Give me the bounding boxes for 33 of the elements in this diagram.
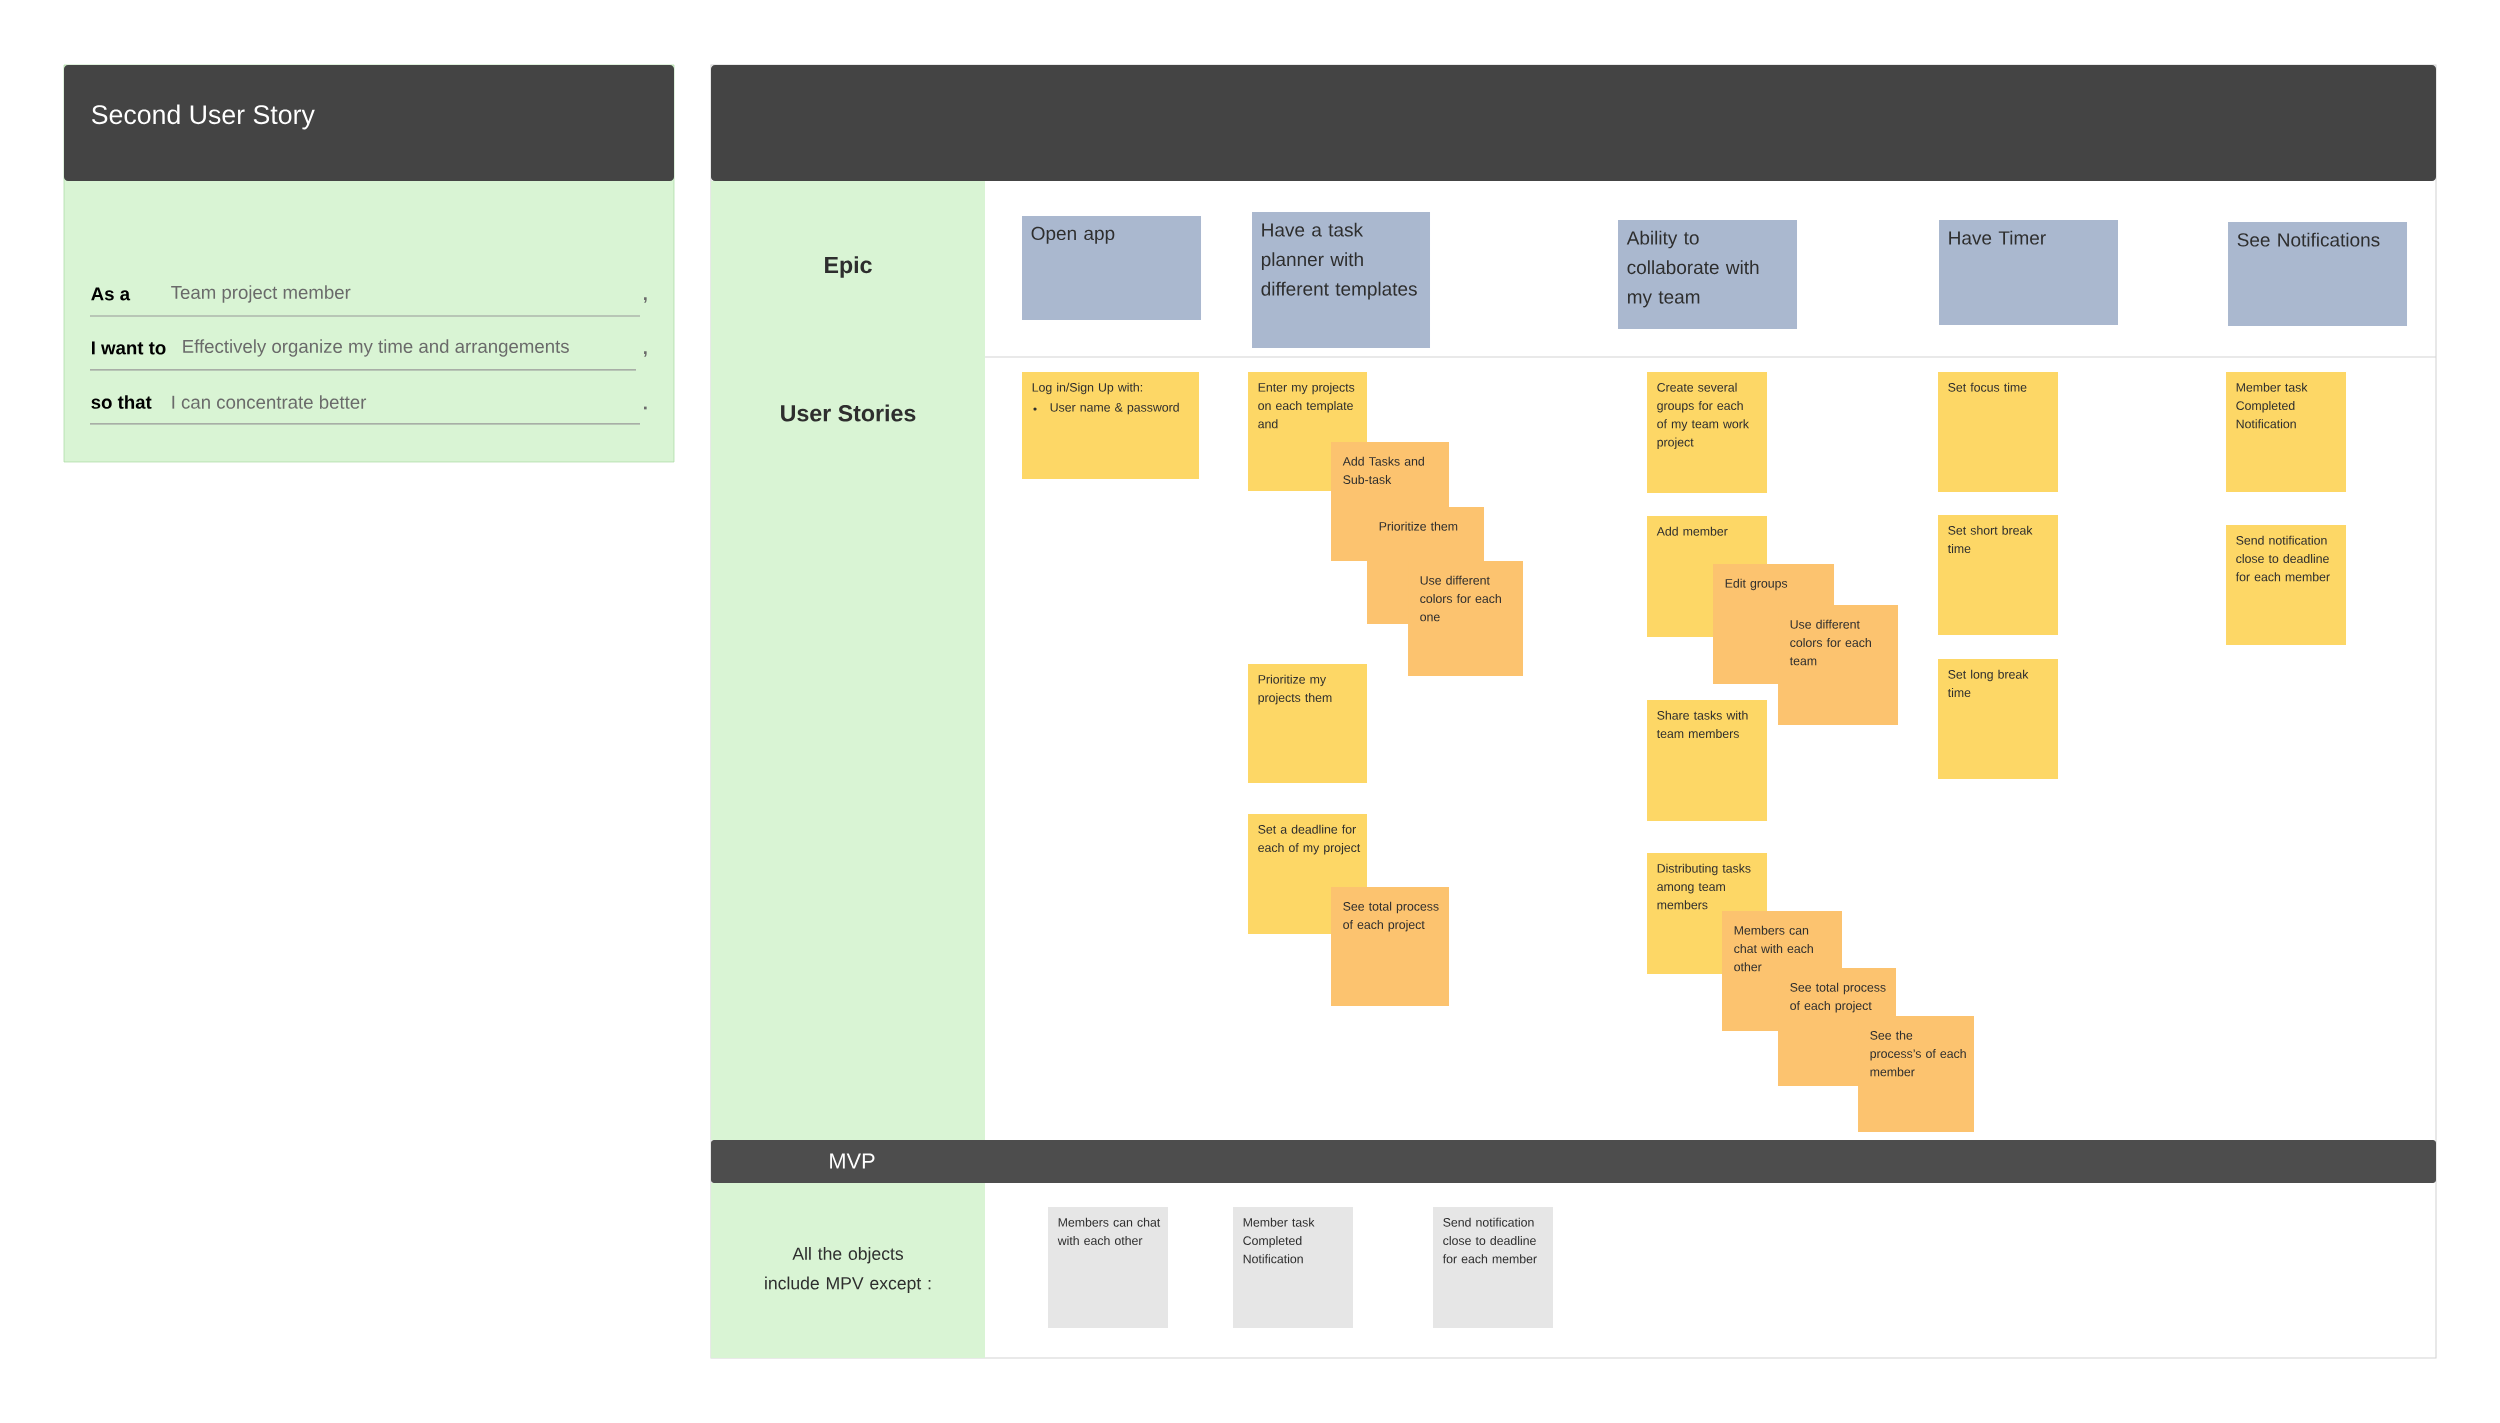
sticky-note: Set short break time xyxy=(1938,515,2058,635)
epic-card: Ability to collaborate with my team xyxy=(1618,220,1797,329)
field-label: so that xyxy=(91,395,152,409)
note-cell: All the objects include MPV except : xyxy=(711,1183,985,1358)
row-header-column: Epic User Stories xyxy=(711,181,985,1140)
punctuation-mark: , xyxy=(644,351,647,357)
sticky-note: Set long break time xyxy=(1938,659,2058,779)
field-label: As a xyxy=(91,287,131,301)
epic-card: Open app xyxy=(1022,216,1201,320)
field-value: I can concentrate better xyxy=(172,395,367,409)
sticky-note: Create several groups for each of my team work project xyxy=(1647,372,1767,493)
sticky-note: Log in/Sign Up with: User name & password xyxy=(1022,372,1199,479)
sticky-note: Set focus time xyxy=(1938,372,2058,492)
sticky-note: See total process of each project xyxy=(1331,887,1449,1006)
sticky-note: Members can chat with each other xyxy=(1048,1207,1168,1328)
sticky-note: Prioritize my projects them xyxy=(1248,664,1367,783)
epic-card: Have Timer xyxy=(1939,220,2118,325)
sticky-note: See the process’s of each member xyxy=(1858,1016,1974,1132)
field-label: I want to xyxy=(92,341,166,355)
sticky-note: Share tasks with team members xyxy=(1647,700,1767,821)
sticky-note: Send notification close to deadline for each member xyxy=(2226,525,2346,645)
epic-card: Have a task planner with different templates xyxy=(1252,212,1430,348)
sticky-note: Member task Completed Notification xyxy=(2226,372,2346,492)
epic-card: See Notifications xyxy=(2228,222,2407,326)
section-bar: MVP xyxy=(711,1140,2436,1183)
field-value: Effectively organize my time and arrangements xyxy=(183,339,569,357)
punctuation-mark: , xyxy=(644,297,647,303)
sticky-note: Member task Completed Notification xyxy=(1233,1207,1353,1328)
field-value: Team project member xyxy=(171,285,351,303)
punctuation-mark: . xyxy=(644,406,647,410)
sticky-note: Use different colors for each team xyxy=(1778,605,1898,725)
sticky-note: Send notification close to deadline for each member xyxy=(1433,1207,1553,1328)
sticky-note: Use different colors for each one xyxy=(1408,561,1523,676)
